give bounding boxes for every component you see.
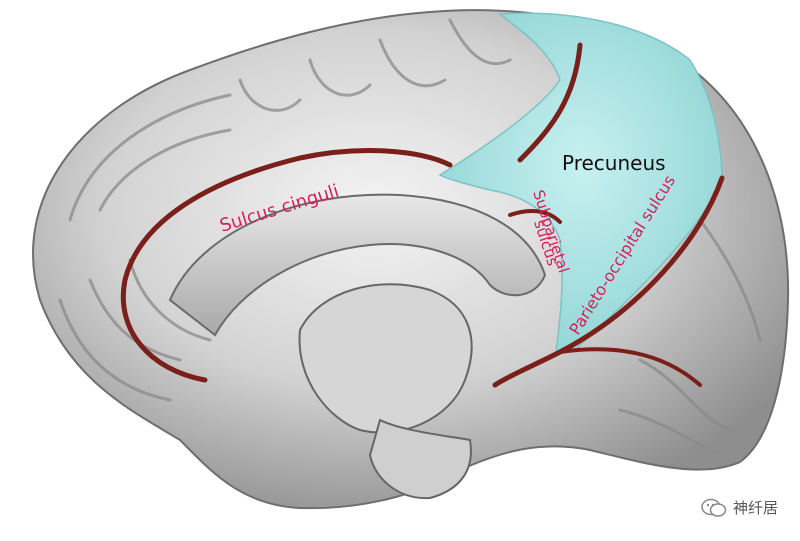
precuneus-region xyxy=(438,12,723,353)
thalamus xyxy=(298,283,473,434)
subparietal-sulcus-line xyxy=(508,208,562,224)
sulcus-cinguli-line xyxy=(120,148,453,383)
calcarine-sulcus-line xyxy=(558,347,702,387)
sulcus-lines xyxy=(120,42,725,388)
label-precuneus: Precuneus xyxy=(562,151,666,175)
brainstem xyxy=(368,418,472,500)
watermark: 神纤居 xyxy=(701,497,778,518)
gyri-folds xyxy=(58,18,762,457)
parieto-occipital-line xyxy=(492,175,725,388)
corpus-callosum xyxy=(168,193,547,337)
watermark-text: 神纤居 xyxy=(732,499,778,517)
marginal-ramus-line xyxy=(517,42,583,163)
wechat-icon xyxy=(701,498,727,517)
